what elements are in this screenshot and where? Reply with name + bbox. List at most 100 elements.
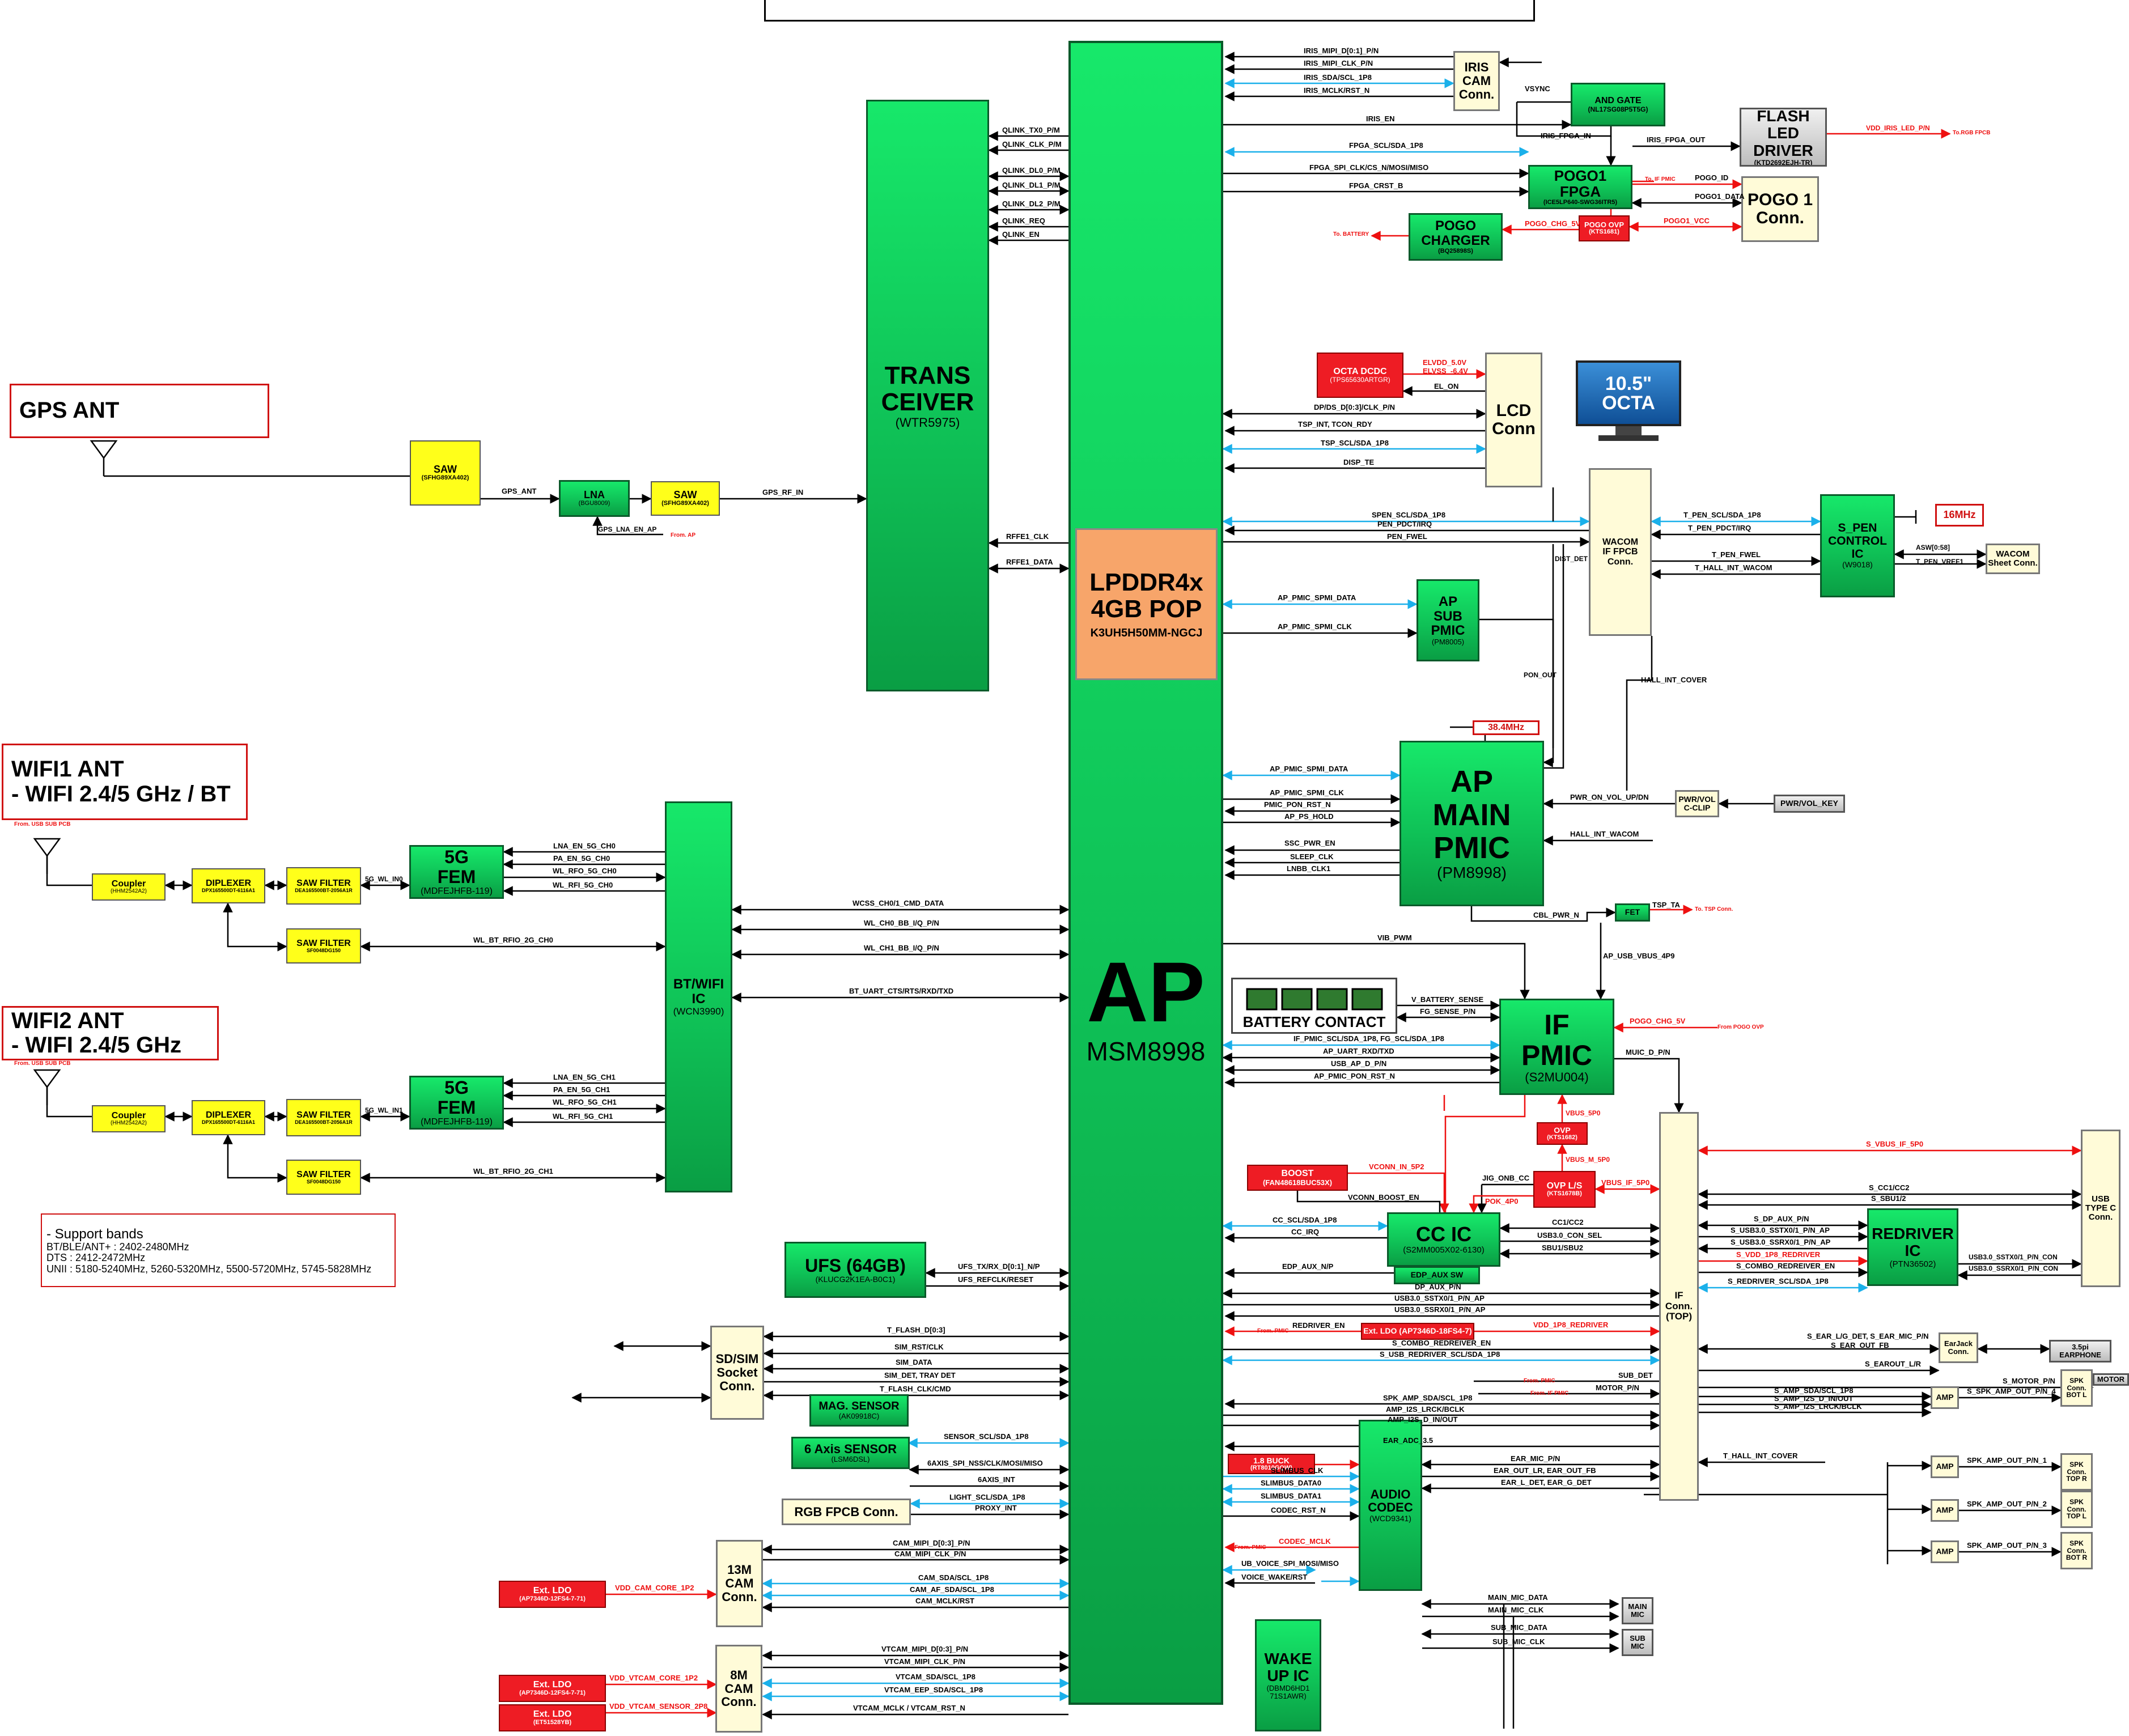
cam8-conn: 8M CAM Conn. <box>715 1645 762 1733</box>
signal-label: FPGA_SPI_CLK/CS_N/MOSI/MISO <box>1309 163 1429 172</box>
signal-label: AP_PS_HOLD <box>1284 812 1334 821</box>
amp-label: AMP <box>1936 1547 1954 1556</box>
signal-label: S_SBU1/2 <box>1871 1194 1906 1203</box>
signal-label: S_USB_REDRIVER_SCL/SDA_1P8 <box>1380 1350 1500 1359</box>
signal-label: VTCAM_SDA/SCL_1P8 <box>896 1673 976 1681</box>
amp-label: AMP <box>1936 1505 1954 1515</box>
redriver-part: (PTN36502) <box>1889 1259 1936 1269</box>
signal-label: AP_PMIC_SPMI_CLK <box>1270 788 1344 797</box>
signal-label: TSP_SCL/SDA_1P8 <box>1321 439 1389 447</box>
signal-label: POK_4P0 <box>1485 1197 1519 1206</box>
title-frame <box>764 0 1535 22</box>
rgb-fpcb-conn: RGB FPCB Conn. <box>782 1499 911 1525</box>
sdsim-socket: SD/SIM Socket Conn. <box>710 1326 764 1420</box>
fet-label: FET <box>1625 907 1640 917</box>
crystal-38mhz: 38.4MHz <box>1473 720 1540 735</box>
octa-dcdc-part: (TPS65630ARTGR) <box>1330 376 1390 384</box>
wakeup-ic: WAKE UP IC (DBMD6HD1 71S1AWR) <box>1255 1619 1321 1731</box>
signal-wire <box>1516 111 1612 137</box>
pwr-vol-clip: PWR/VOL C-CLIP <box>1675 790 1719 817</box>
signal-label: CAM_MCLK/RST <box>915 1597 974 1605</box>
signal-label: LIGHT_SCL/SDA_1P8 <box>949 1493 1025 1501</box>
amp-label: AMP <box>1936 1462 1954 1471</box>
wacom-ifpcb-conn: WACOM IF FPCB Conn. <box>1589 468 1652 636</box>
signal-label: WL_BT_RFIO_2G_CH0 <box>473 936 553 944</box>
signal-label: RFFE1_CLK <box>1006 532 1049 541</box>
earjack-label: EarJack Conn. <box>1944 1339 1973 1356</box>
spk-top-l-label: SPK Conn. TOP L <box>2067 1497 2086 1521</box>
flash-led-title: FLASH LED DRIVER <box>1753 108 1813 159</box>
btwifi-part: (WCN3990) <box>673 1005 724 1017</box>
ext-ldo-vtcam-sensor: Ext. LDO(ET51528YB) <box>499 1704 606 1731</box>
gps-saw1-title: SAW <box>433 463 457 475</box>
signal-label: WL_RFO_5G_CH1 <box>553 1098 617 1106</box>
signal-label: SBU1/SBU2 <box>1542 1243 1583 1252</box>
signal-label: AP_USB_VBUS_4P9 <box>1603 952 1675 960</box>
ext-ldo-redriver-title: Ext. LDO (AP7346D-18FS4-7) <box>1363 1326 1472 1336</box>
transceiver-part: (WTR5975) <box>895 415 960 430</box>
signal-label: EAR_ADC_3.5 <box>1383 1436 1434 1445</box>
ext-ldo-vtcam-part: (AP7346D-12FS4-7-71) <box>519 1689 586 1696</box>
gps-saw-1: SAW(SFHG89XA402) <box>410 440 481 506</box>
signal-label: VDD_CAM_CORE_1P2 <box>615 1584 694 1592</box>
usb-typec-label: USB TYPE C Conn. <box>2085 1194 2117 1223</box>
signal-label: REDRIVER_EN <box>1292 1321 1345 1330</box>
signal-label: POGO_ID <box>1695 173 1729 182</box>
spk-bot-l-label: SPK Conn. BOT L <box>2066 1376 2087 1399</box>
mag-sensor-part: (AK09918C) <box>838 1412 880 1421</box>
signal-label: CBL_PWR_N <box>1533 911 1579 919</box>
signal-label: AMP_I2S_D_IN/OUT <box>1388 1415 1458 1424</box>
gps-saw1-part: (SFHG89XA402) <box>421 474 469 482</box>
pogo-charger: POGO CHARGER (BQ25898S) <box>1409 213 1503 261</box>
signal-label: S_EAR_OUT_FB <box>1831 1341 1889 1349</box>
earphone-label: 3.5pi EARPHONE <box>2059 1342 2101 1359</box>
gps-ant-title: GPS ANT <box>19 398 120 423</box>
note-label: From POGO OVP <box>1717 1024 1764 1030</box>
pwr-key-label: PWR/VOL_KEY <box>1780 799 1838 808</box>
signal-label: PON_OUT <box>1524 671 1557 679</box>
signal-label: ASW[0:58] <box>1916 544 1950 551</box>
cc-ic: CC IC (S2MM005X02-6130) <box>1387 1212 1500 1267</box>
signal-label: 6AXIS_INT <box>978 1475 1015 1484</box>
ext-ldo-vtcam-title: Ext. LDO <box>533 1680 572 1690</box>
main-mic-label: MAIN MIC <box>1628 1602 1647 1619</box>
lcd-conn: LCD Conn <box>1485 353 1542 487</box>
lpddr-memory: LPDDR4x 4GB POP K3UH5H50MM-NGCJ <box>1075 528 1218 680</box>
coupler-title: Coupler <box>111 878 146 889</box>
signal-label: IRIS_MIPI_CLK_P/N <box>1304 59 1373 67</box>
diplexer-title: DIPLEXER <box>205 1110 251 1120</box>
audio-codec-title: AUDIO CODEC <box>1368 1487 1413 1515</box>
antenna-icon <box>90 440 118 460</box>
cc-ic-title: CC IC <box>1416 1223 1471 1246</box>
antenna-icon <box>33 1069 61 1089</box>
sdsim-label: SD/SIM Socket Conn. <box>715 1352 759 1393</box>
signal-label: WL_BT_RFIO_2G_CH1 <box>473 1167 553 1175</box>
signal-label: SLIMBUS_DATA1 <box>1261 1492 1322 1500</box>
redriver-ic: REDRIVER IC (PTN36502) <box>1867 1208 1958 1286</box>
note-label: To.RGB FPCB <box>1953 130 1991 136</box>
sub-mic: SUB MIC <box>1622 1629 1653 1656</box>
pogo1-conn: POGO 1 Conn. <box>1741 176 1819 242</box>
iris-cam-label: IRIS CAM Conn. <box>1458 60 1495 101</box>
boost: BOOST(FAN48618BUC53X) <box>1247 1165 1348 1191</box>
fem-5g-ch0: 5G FEM (MDFEJHFB-119) <box>409 845 504 899</box>
amp-1: AMP <box>1931 1386 1959 1409</box>
signal-label: PEN_PDCT/IRQ <box>1377 520 1432 528</box>
fem-part: (MDFEJHFB-119) <box>421 886 493 897</box>
signal-label: S_EAR_L/G_DET, S_EAR_MIC_P/N <box>1807 1332 1929 1340</box>
usb-typec-conn: USB TYPE C Conn. <box>2081 1130 2120 1287</box>
ufs-chip: UFS (64GB) (KLUCG2K1EA-B0C1) <box>784 1242 926 1298</box>
buck-1p8: 1.8 BUCK(RT8010GQW) <box>1228 1454 1315 1474</box>
signal-label: MUIC_D_P/N <box>1626 1048 1670 1056</box>
btwifi-chip: BT/WIFI IC (WCN3990) <box>665 801 732 1192</box>
ext-ldo-vtcam-core: Ext. LDO(AP7346D-12FS4-7-71) <box>499 1675 606 1702</box>
signal-label: QLINK_DL2_P/M <box>1002 200 1061 208</box>
ovp-part: (KTS1682) <box>1547 1134 1577 1141</box>
signal-label: 5G_WL_IN0 <box>365 875 403 883</box>
flash-led-driver: FLASH LED DRIVER (KTD2692EJH-TR) <box>1740 108 1827 167</box>
signal-label: S_AMP_SDA/SCL_1P8 <box>1774 1386 1854 1395</box>
